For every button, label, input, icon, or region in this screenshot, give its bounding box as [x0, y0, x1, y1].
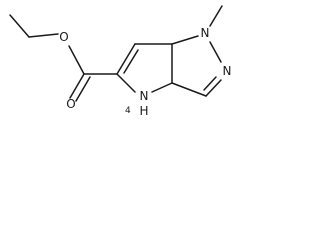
- bond-c3-c3a: [171, 82, 207, 97]
- bond-n1-methyl: [209, 5, 223, 27]
- atom-label-n1: N: [201, 26, 210, 40]
- atom-label-carbonyl-oxygen: O: [66, 97, 75, 111]
- atom-label-nh-hydrogen: H: [139, 104, 148, 118]
- bond-c6a-n1: [171, 35, 199, 45]
- molecule-structure: O O N N N H 4: [9, 5, 232, 118]
- atom-label-nh: N: [140, 89, 149, 103]
- bond-carbonyl-double-b: [75, 76, 91, 102]
- bond-ch2-o: [28, 33, 59, 38]
- bond-n2-c3-double: [205, 79, 222, 97]
- bond-carbonyl-double-a: [69, 73, 85, 99]
- bond-c3a-nh: [151, 82, 173, 93]
- bond-n2-c3-inner: [203, 76, 217, 91]
- bond-ch3-ch2: [9, 14, 30, 38]
- atom-label-n2: N: [223, 64, 232, 78]
- atom-label-ester-oxygen: O: [59, 30, 68, 44]
- bond-n1-n2: [209, 41, 222, 63]
- bond-o-carbonyl: [68, 45, 85, 75]
- bond-c5-c6-inner: [123, 49, 139, 74]
- bond-c5-c6-double: [116, 43, 136, 75]
- atom-label-h-count-subscript: 4: [125, 106, 131, 116]
- bond-nh-c5: [116, 73, 136, 93]
